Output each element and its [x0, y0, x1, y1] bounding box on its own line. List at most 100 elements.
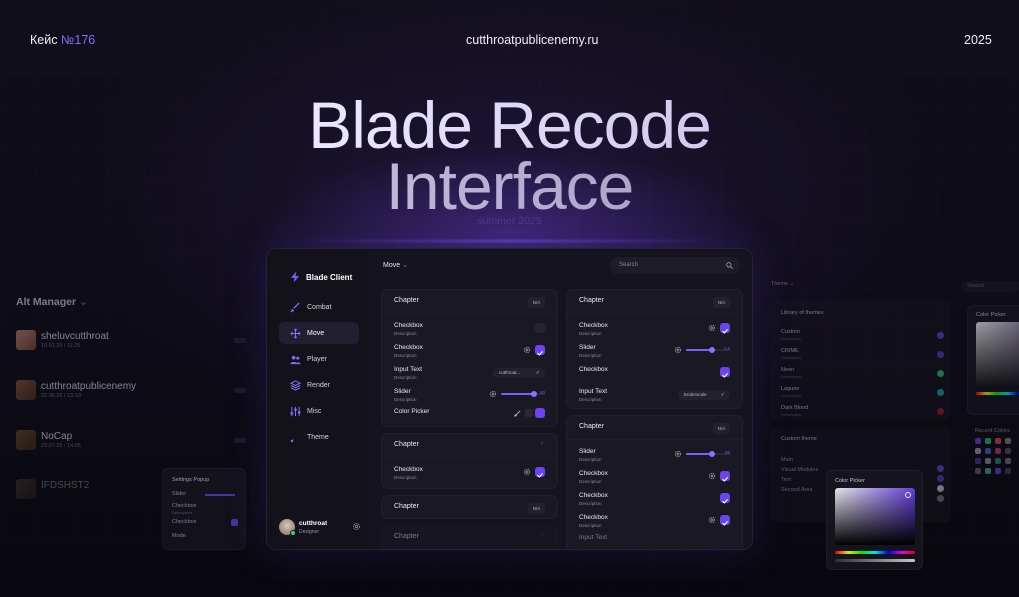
custom-theme-title: Custom theme [781, 436, 817, 442]
checkbox-checked[interactable] [720, 323, 730, 334]
alt-manager-title: Alt Manager [16, 296, 77, 308]
gear-icon[interactable] [674, 450, 682, 458]
theme-name[interactable]: Neon [781, 367, 795, 373]
custom-color-dot[interactable] [937, 495, 944, 502]
slider[interactable]: 50 [501, 390, 545, 397]
chapter-title: Chapter [394, 533, 419, 540]
color-swatch[interactable] [995, 438, 1001, 444]
color-swatch[interactable] [995, 448, 1001, 454]
hue-slider[interactable] [976, 392, 1019, 395]
text-input[interactable]: cutthroat...✓ [493, 368, 545, 378]
slider-knob[interactable] [531, 391, 537, 397]
account-row[interactable]: NoCap 23.07.25 / 14:05 [16, 430, 246, 456]
theme-name[interactable]: Lagune [781, 386, 800, 392]
sidebar-item-render[interactable]: Render [279, 374, 359, 396]
color-swatch[interactable] [975, 458, 981, 464]
chevron-icon[interactable]: › [541, 441, 543, 447]
chevron-icon[interactable]: › [541, 533, 543, 539]
popup-row-label: Mode [172, 533, 186, 539]
alpha-slider[interactable] [835, 559, 915, 562]
color-swatch[interactable] [1005, 468, 1011, 474]
slider-knob[interactable] [709, 451, 716, 457]
color-swatch[interactable] [995, 458, 1001, 464]
setting-row: Checkbox [579, 366, 730, 386]
checkbox-checked[interactable] [720, 493, 730, 504]
sidebar: Blade Client Combat Move Player Render M… [267, 249, 369, 549]
color-swatch[interactable] [1005, 438, 1011, 444]
chapter-card[interactable]: Chapter › [381, 525, 558, 549]
color-swatch[interactable] [975, 468, 981, 474]
module-dropdown[interactable]: Move ⌄ [383, 262, 408, 269]
sidebar-item-label: Misc [307, 407, 322, 415]
gear-icon[interactable] [352, 522, 361, 531]
theme-name[interactable]: CRIME [781, 348, 799, 354]
checkbox-checked[interactable] [535, 345, 545, 356]
gear-icon[interactable] [523, 468, 531, 476]
text-input[interactable]: Enderscale✓ [678, 390, 730, 400]
slider[interactable]: 1.5 [686, 346, 730, 353]
sidebar-item-player[interactable]: Player [279, 348, 359, 370]
color-swatch[interactable] [985, 448, 991, 454]
site-url[interactable]: cutthroatpublicenemy.ru [466, 33, 599, 47]
user-profile[interactable]: cutthroat Designer [279, 519, 363, 539]
gear-icon[interactable] [489, 390, 497, 398]
search-input[interactable]: Search [610, 257, 740, 274]
account-menu-icon[interactable] [234, 438, 246, 443]
setting-label: Input Text [579, 388, 608, 395]
custom-color-dot[interactable] [937, 465, 944, 472]
checkbox-checked[interactable] [720, 471, 730, 482]
theme-dropdown[interactable]: Theme ⌄ [771, 281, 795, 287]
avatar [16, 380, 36, 400]
sidebar-item-move[interactable]: Move [279, 322, 359, 344]
account-menu-icon[interactable] [234, 388, 246, 393]
color-swatch[interactable] [975, 448, 981, 454]
color-swatch[interactable] [525, 409, 533, 417]
color-swatch[interactable] [995, 468, 1001, 474]
slider-knob[interactable] [709, 347, 716, 353]
account-row[interactable]: IFDSHST2 [16, 479, 246, 505]
checkbox-checked[interactable] [720, 367, 730, 378]
theme-name[interactable]: Custom [781, 329, 800, 335]
eyedropper-icon[interactable] [514, 410, 521, 417]
account-date: 23.07.25 / 14:05 [41, 443, 81, 449]
gear-icon[interactable] [708, 472, 716, 480]
color-saturation-area[interactable] [835, 488, 915, 545]
slider[interactable]: 99 [686, 450, 730, 457]
color-saturation-area[interactable] [976, 322, 1019, 388]
theme-name[interactable]: Dark Blood [781, 405, 809, 411]
color-cursor[interactable] [905, 492, 911, 498]
custom-color-dot[interactable] [937, 485, 944, 492]
sidebar-item-misc[interactable]: Misc [279, 400, 359, 422]
color-preview[interactable] [535, 408, 545, 418]
chevron-down-icon[interactable]: ⌄ [79, 296, 88, 308]
theme-search-input[interactable]: Search [961, 281, 1019, 292]
color-swatch[interactable] [1005, 458, 1011, 464]
gear-icon[interactable] [708, 324, 716, 332]
popup-slider[interactable] [205, 494, 235, 496]
account-row[interactable]: sheluvcutthroat 10.01.25 / 11:25 [16, 330, 246, 356]
gear-icon[interactable] [523, 346, 531, 354]
color-swatch[interactable] [975, 438, 981, 444]
color-swatch[interactable] [985, 468, 991, 474]
gear-icon[interactable] [674, 346, 682, 354]
sidebar-item-combat[interactable]: Combat [279, 296, 359, 318]
color-swatch[interactable] [1005, 448, 1011, 454]
popup-checkbox[interactable] [231, 519, 238, 526]
color-swatch[interactable] [985, 438, 991, 444]
library-title: Library of themes [781, 310, 824, 316]
chevron-down-icon: ⌄ [402, 262, 408, 269]
checkbox[interactable] [535, 323, 545, 333]
gear-icon[interactable] [708, 516, 716, 524]
checkbox-checked[interactable] [720, 515, 730, 526]
account-menu-icon[interactable] [234, 338, 246, 343]
sidebar-item-theme[interactable]: Theme [279, 426, 359, 448]
account-row[interactable]: cutthroatpublicenemy 22.06.25 / 13:10 [16, 380, 246, 406]
hue-slider[interactable] [835, 551, 915, 554]
color-swatch[interactable] [985, 458, 991, 464]
checkbox-checked[interactable] [535, 467, 545, 478]
theme-desc: Description [781, 412, 802, 417]
popup-row-desc: Description [172, 510, 193, 515]
custom-color-dot[interactable] [937, 475, 944, 482]
